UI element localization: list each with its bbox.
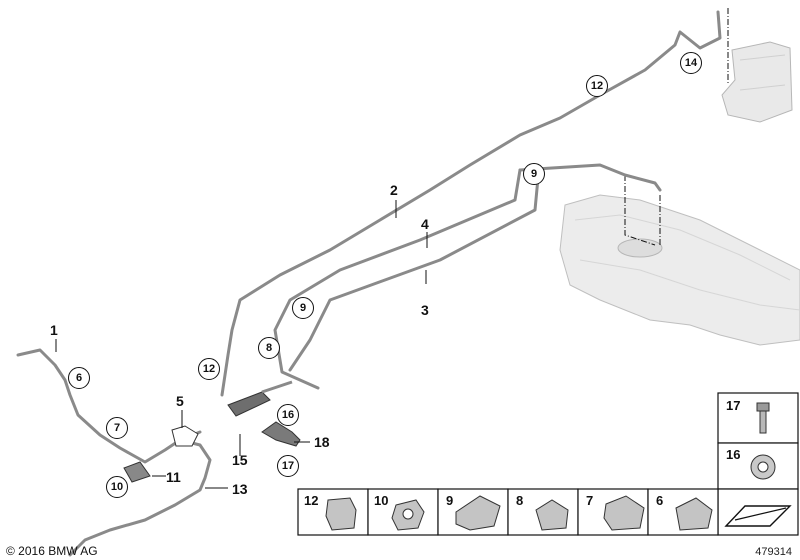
callout-18: 18	[314, 434, 330, 450]
legend-cell-3-number: 9	[446, 493, 454, 508]
callout-7: 7	[106, 417, 128, 439]
legend-cell-5-number: 7	[586, 493, 594, 508]
clip-11	[123, 461, 151, 483]
callout-12-upper: 12	[586, 75, 608, 97]
canister-illustration	[721, 41, 793, 123]
legend-bottom-parts	[325, 495, 713, 531]
legend-cell-4-number: 8	[516, 493, 524, 508]
callout-16: 16	[277, 404, 299, 426]
callout-3: 3	[421, 302, 429, 318]
clamp-5	[171, 425, 199, 447]
legend-bottom-boxes	[297, 488, 719, 536]
callout-6: 6	[68, 367, 90, 389]
copyright-text: © 2016 BMW AG	[6, 544, 98, 558]
legend-cell-2-number: 10	[374, 493, 389, 508]
fuel-lines	[16, 10, 722, 557]
callout-13: 13	[232, 481, 248, 497]
legend-right-17: 17	[726, 398, 741, 413]
callout-9-lower: 9	[292, 297, 314, 319]
callout-9-upper: 9	[523, 163, 545, 185]
bolt-17-illustration	[756, 402, 770, 434]
callout-11: 11	[166, 469, 181, 485]
callout-2: 2	[390, 182, 398, 198]
washer-16-illustration	[750, 454, 776, 480]
callout-leaders	[55, 200, 428, 489]
legend-cell-6-number: 6	[656, 493, 664, 508]
legend-cell-1-number: 12	[304, 493, 319, 508]
callout-1: 1	[50, 322, 58, 338]
callout-8: 8	[258, 337, 280, 359]
callout-17: 17	[277, 455, 299, 477]
arrow-symbol	[724, 505, 792, 527]
callout-14: 14	[680, 52, 702, 74]
callout-5: 5	[176, 393, 184, 409]
bracket-18	[261, 421, 301, 447]
fuel-tank-illustration	[559, 194, 800, 346]
leader-lines	[624, 8, 729, 246]
callout-10: 10	[106, 476, 128, 498]
diagram-id: 479314	[755, 546, 792, 558]
callout-4: 4	[421, 216, 429, 232]
callout-15: 15	[232, 452, 248, 468]
fuel-filter	[227, 380, 293, 417]
legend-right-16: 16	[726, 447, 741, 462]
callout-12-lower: 12	[198, 358, 220, 380]
